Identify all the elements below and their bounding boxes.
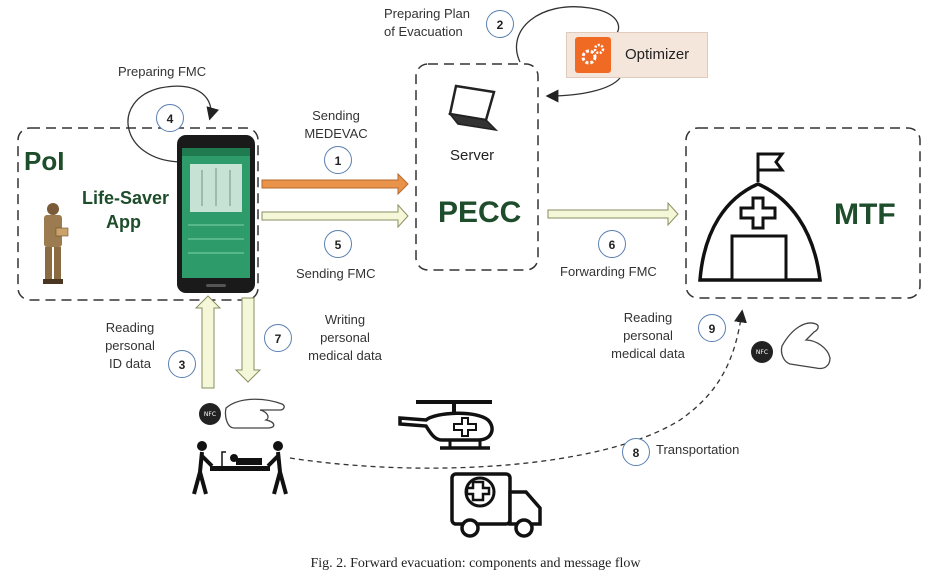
step-6-badge: 6 — [598, 230, 626, 258]
writing-data-arrow — [234, 297, 262, 383]
writing-line1: Writing — [324, 312, 366, 327]
step-9-badge: 9 — [698, 314, 726, 342]
laptop-icon — [448, 84, 499, 132]
server-label: Server — [450, 147, 495, 164]
forwarding-fmc-label: Forwarding FMC — [560, 264, 657, 279]
preparing-plan-line2: of Evacuation — [384, 24, 463, 39]
field-hospital-icon — [698, 152, 822, 282]
smartphone-icon — [177, 135, 255, 293]
soldier-icon — [43, 203, 69, 284]
preparing-fmc-loop-arrow — [127, 85, 220, 163]
optimizer-box: Optimizer — [566, 32, 708, 78]
hand-nfc-icon: NFC — [199, 398, 285, 429]
reading-medical-line1: Reading — [623, 310, 673, 325]
sending-fmc-arrow — [261, 203, 409, 229]
app-label-line1: Life-Saver — [82, 188, 170, 208]
mtf-title: MTF — [834, 198, 896, 231]
mtf-container — [685, 127, 921, 299]
optimizer-loop-arrow — [515, 6, 620, 63]
pecc-container — [415, 63, 539, 271]
gear-icon — [575, 37, 611, 73]
reading-id-line2: personal — [105, 338, 155, 353]
step-3-badge: 3 — [168, 350, 196, 378]
writing-line2: personal — [320, 330, 370, 345]
medevac-arrow — [261, 172, 409, 196]
transportation-label: Transportation — [656, 442, 740, 457]
poi-container — [17, 127, 259, 301]
step-4-badge: 4 — [156, 104, 184, 132]
step-2-badge: 2 — [486, 10, 514, 38]
sending-medevac-line1: Sending — [312, 108, 360, 123]
ambulance-icon — [450, 472, 542, 538]
figure-caption: Fig. 2. Forward evacuation: components a… — [310, 556, 641, 571]
forwarding-fmc-arrow — [547, 201, 679, 227]
nfc-tag-text: NFC — [204, 411, 216, 418]
preparing-fmc-label: Preparing FMC — [118, 64, 207, 79]
nfc-tag-text-mtf: NFC — [756, 349, 768, 356]
pecc-title: PECC — [438, 196, 522, 229]
reading-medical-line2: personal — [623, 328, 673, 343]
reading-id-line1: Reading — [105, 320, 155, 335]
optimizer-return-arrow — [545, 77, 621, 103]
poi-title: PoI — [24, 146, 65, 176]
hand-nfc-icon-mtf: NFC — [751, 322, 831, 370]
step-5-badge: 5 — [324, 230, 352, 258]
step-8-badge: 8 — [622, 438, 650, 466]
preparing-plan-line1: Preparing Plan — [384, 6, 470, 21]
step-1-badge: 1 — [324, 146, 352, 174]
sending-medevac-line2: MEDEVAC — [304, 126, 368, 141]
step-7-badge: 7 — [264, 324, 292, 352]
reading-medical-line3: medical data — [611, 346, 685, 361]
writing-line3: medical data — [308, 348, 382, 363]
reading-id-arrow — [194, 295, 222, 389]
app-label-line2: App — [106, 212, 141, 232]
reading-id-line3: ID data — [109, 356, 151, 371]
sending-fmc-label: Sending FMC — [296, 266, 376, 281]
stretcher-icon — [192, 441, 288, 495]
optimizer-label: Optimizer — [625, 46, 690, 63]
helicopter-icon — [398, 400, 494, 450]
